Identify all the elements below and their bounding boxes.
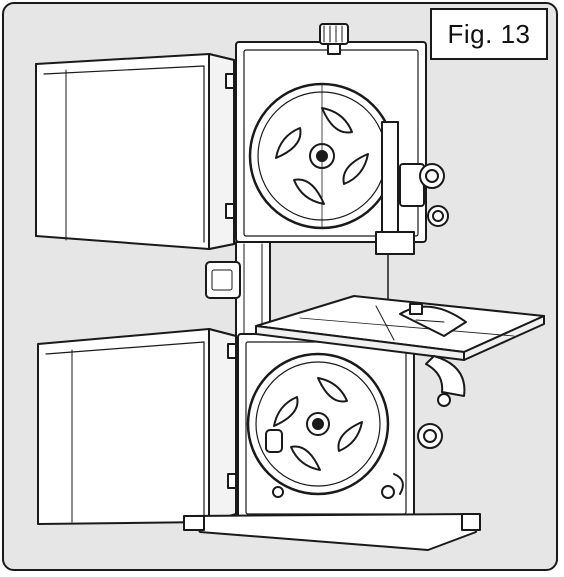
figure-label: Fig. 13: [430, 8, 548, 60]
lower-wheel: [246, 352, 390, 496]
upper-blade-guide: [375, 121, 449, 317]
upper-door: [35, 53, 235, 250]
lower-door: [37, 328, 237, 525]
upper-wheel: [248, 82, 396, 230]
table-trunnion: [417, 355, 466, 449]
band-saw-illustration: [35, 23, 545, 551]
figure-frame: Fig. 13: [2, 2, 558, 571]
work-table: [255, 295, 545, 361]
saw-base: [183, 513, 481, 551]
door-latch: [205, 261, 241, 299]
